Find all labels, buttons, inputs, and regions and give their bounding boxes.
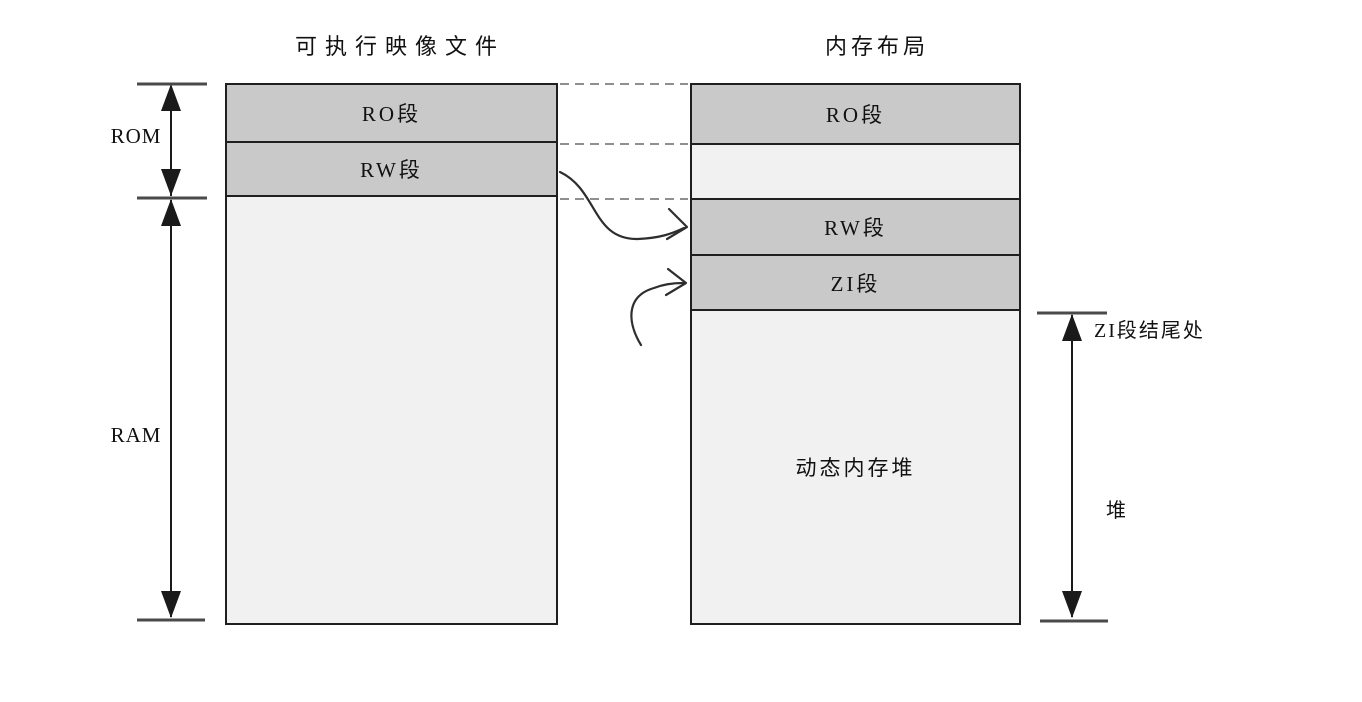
- left-segment-ro: RO段: [227, 85, 556, 143]
- heap-label: 堆: [1106, 500, 1126, 522]
- ram-label: RAM: [110, 423, 162, 447]
- right-segment-heap-label: 动态内存堆: [795, 456, 916, 480]
- executable-image-title: 可执行映像文件: [295, 34, 506, 59]
- right-segment-zi: ZI段: [692, 256, 1019, 311]
- right-segment-gap: [692, 145, 1019, 200]
- heap-extent-arrow-icon: [1037, 311, 1108, 623]
- ram-extent-arrow-icon: [137, 199, 205, 622]
- zi-mapping-arrow-icon: [630, 267, 688, 347]
- executable-image-column: RO段 RW段: [225, 83, 558, 625]
- memory-layout-title: 内存布局: [825, 34, 930, 59]
- right-segment-ro: RO段: [692, 85, 1019, 145]
- right-segment-heap: 动态内存堆: [692, 311, 1019, 623]
- zi-segment-end-label: ZI段结尾处: [1094, 320, 1205, 342]
- right-segment-rw: RW段: [692, 200, 1019, 256]
- right-segment-zi-label: ZI段: [830, 271, 881, 296]
- left-segment-empty: [227, 197, 556, 623]
- right-segment-rw-label: RW段: [824, 216, 887, 240]
- left-segment-ro-label: RO段: [361, 102, 422, 126]
- memory-layout-column: RO段 RW段 ZI段 动态内存堆: [690, 83, 1021, 625]
- right-segment-ro-label: RO段: [825, 103, 886, 127]
- rom-label: ROM: [110, 124, 162, 148]
- mapping-dashed-lines: [560, 83, 688, 200]
- rw-mapping-arrow-icon: [558, 170, 689, 241]
- left-segment-rw-label: RW段: [360, 158, 423, 182]
- left-segment-rw: RW段: [227, 143, 556, 197]
